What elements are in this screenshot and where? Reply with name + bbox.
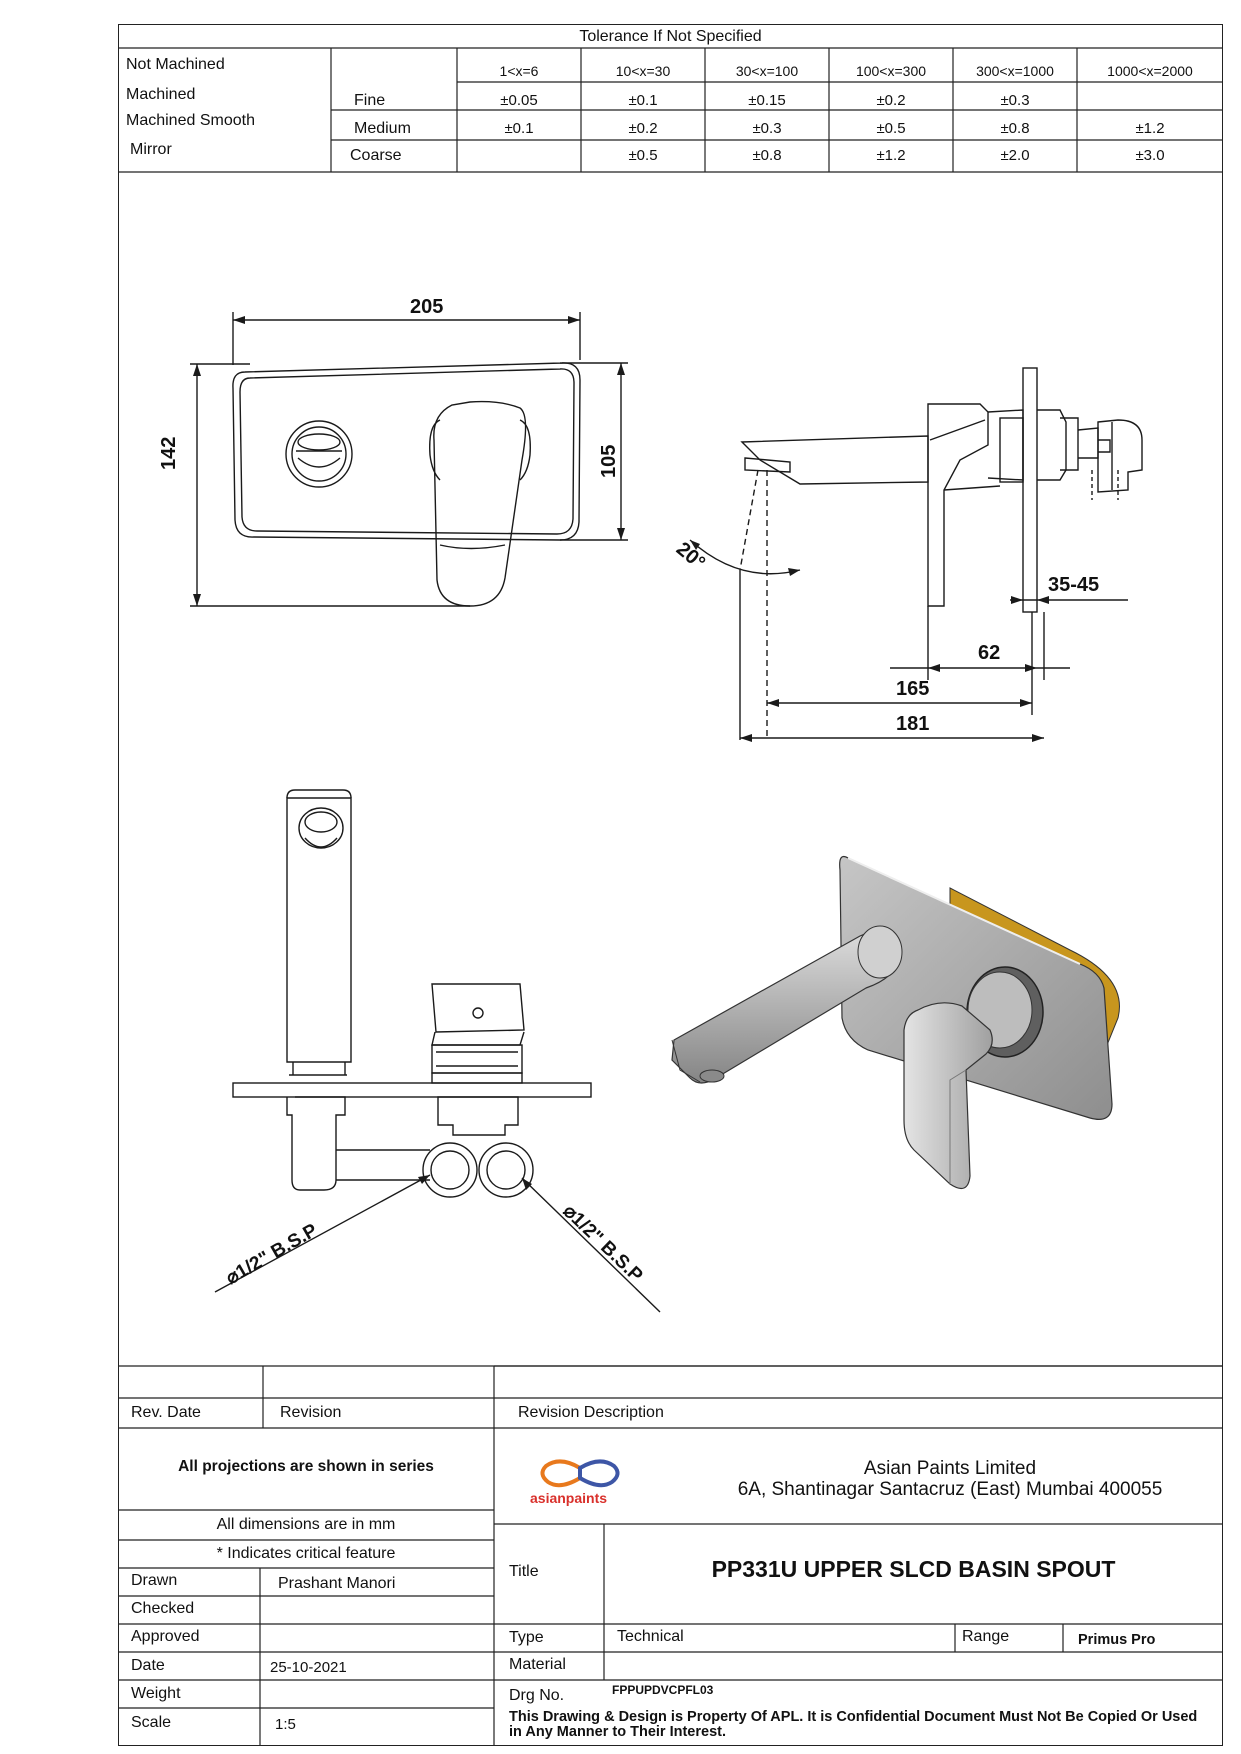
- fine-cell: ±0.15: [748, 92, 786, 109]
- company-address: 6A, Shantinagar Santacruz (East) Mumbai …: [737, 1479, 1163, 1500]
- material-label: Material: [509, 1656, 566, 1673]
- dim-205-label: 205: [410, 296, 444, 318]
- checked-label: Checked: [131, 1600, 195, 1617]
- fine-cell: ±0.3: [1000, 92, 1030, 109]
- confidential-notice: This Drawing & Design is Property Of APL…: [509, 1709, 1198, 1740]
- dim-62-label: 62: [978, 642, 1001, 664]
- drawing-sheet: [118, 24, 1223, 1746]
- rev-date-label: Rev. Date: [131, 1404, 201, 1421]
- title-label: Title: [509, 1563, 539, 1580]
- range-cell: 300<x=1000: [976, 63, 1054, 79]
- dim-35-45-label: 35-45: [1048, 574, 1100, 596]
- range-cell: 100<x=300: [855, 63, 927, 79]
- medium-cell: ±0.3: [752, 120, 782, 137]
- coarse-cell: ±1.2: [876, 147, 906, 164]
- range-label: Range: [962, 1628, 1010, 1645]
- type-label: Type: [509, 1629, 544, 1646]
- medium-cell: ±0.1: [504, 120, 534, 137]
- row-label-machined: Machined: [126, 86, 196, 103]
- tolerance-grid-lines: [118, 47, 1223, 173]
- tolerance-title: Tolerance If Not Specified: [579, 28, 762, 45]
- grade-fine: Fine: [354, 92, 386, 109]
- row-label-machined-smooth: Machined Smooth: [126, 112, 255, 129]
- row-label-not-machined: Not Machined: [126, 56, 225, 73]
- revision-description-label: Revision Description: [518, 1404, 664, 1421]
- dim-105-label: 105: [598, 444, 620, 478]
- medium-cell: ±1.2: [1135, 120, 1165, 137]
- dim-181-label: 181: [896, 713, 930, 735]
- grade-medium: Medium: [354, 120, 411, 137]
- drawing-title: PP331U UPPER SLCD BASIN SPOUT: [711, 1556, 1116, 1582]
- medium-cell: ±0.2: [628, 120, 658, 137]
- row-label-mirror: Mirror: [130, 141, 172, 158]
- fine-cell: ±0.05: [500, 92, 538, 109]
- grade-coarse: Coarse: [350, 147, 402, 164]
- range-cell: 1000<x=2000: [1107, 63, 1193, 79]
- fine-cell: ±0.1: [628, 92, 658, 109]
- logo-wordmark: asianpaints: [530, 1490, 608, 1506]
- range-cell: 1<x=6: [499, 63, 539, 79]
- drawn-value: Prashant Manori: [278, 1575, 396, 1592]
- range-cell: 10<x=30: [615, 63, 671, 79]
- dim-142-label: 142: [158, 436, 180, 470]
- scale-label: Scale: [131, 1714, 172, 1731]
- weight-label: Weight: [131, 1685, 181, 1702]
- revision-label: Revision: [280, 1404, 342, 1421]
- projections-note: All projections are shown in series: [178, 1458, 434, 1475]
- medium-cell: ±0.8: [1000, 120, 1030, 137]
- type-value: Technical: [617, 1628, 684, 1645]
- coarse-cell: ±2.0: [1000, 147, 1030, 164]
- company-name: Asian Paints Limited: [863, 1458, 1037, 1479]
- fine-cell: ±0.2: [876, 92, 906, 109]
- coarse-cell: ±0.8: [752, 147, 782, 164]
- dim-165-label: 165: [896, 678, 930, 700]
- drg-no-label: Drg No.: [509, 1687, 565, 1704]
- dimensions-note: All dimensions are in mm: [216, 1516, 396, 1533]
- date-label: Date: [131, 1657, 165, 1674]
- medium-cell: ±0.5: [876, 120, 906, 137]
- coarse-cell: ±0.5: [628, 147, 658, 164]
- coarse-cell: ±3.0: [1135, 147, 1165, 164]
- approved-label: Approved: [131, 1628, 200, 1645]
- date-value: 25-10-2021: [270, 1659, 347, 1676]
- range-value: Primus Pro: [1078, 1632, 1156, 1648]
- range-cell: 30<x=100: [735, 63, 799, 79]
- drawn-label: Drawn: [131, 1572, 178, 1589]
- scale-value: 1:5: [275, 1716, 296, 1733]
- critical-note: * Indicates critical feature: [216, 1545, 396, 1562]
- drg-no-value: FPPUPDVCPFL03: [612, 1683, 714, 1697]
